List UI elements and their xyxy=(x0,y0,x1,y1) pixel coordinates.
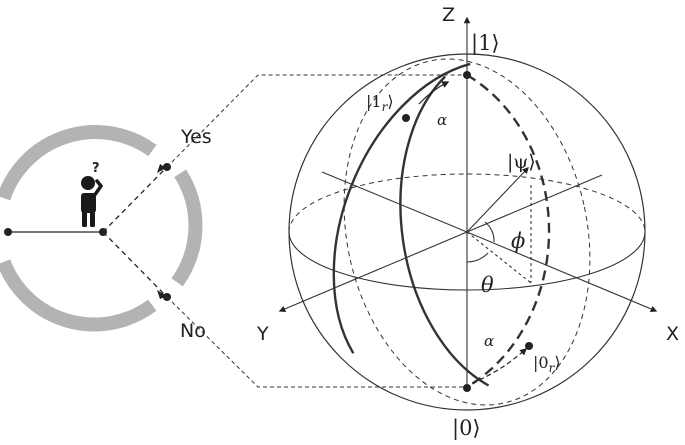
yes-bracket-line xyxy=(166,74,467,168)
rotation-circle-solid xyxy=(399,75,490,387)
alpha-arrow-top xyxy=(418,81,450,105)
psi-projection xyxy=(466,231,532,284)
alpha-bottom-label: α xyxy=(484,332,494,350)
ket-one-r-label: |1r⟩ xyxy=(366,92,394,114)
x-axis-back xyxy=(321,171,468,233)
ring-segment-right xyxy=(171,169,203,287)
yes-branch-arrow xyxy=(102,166,168,233)
question-mark: ? xyxy=(92,161,100,176)
no-label: No xyxy=(180,320,206,342)
ket-zero-label: |0⟩ xyxy=(452,416,481,441)
theta-arc xyxy=(466,252,489,263)
one-pole-point xyxy=(463,71,471,79)
alpha-arrow-bottom xyxy=(471,348,528,384)
rotation-circle-dashed xyxy=(466,73,551,389)
theta-label: θ xyxy=(481,273,494,297)
no-branch-arrow xyxy=(102,231,168,298)
ring-segment-top xyxy=(0,125,157,201)
ket-one-label: |1⟩ xyxy=(471,31,500,56)
zero-r-subscript: r xyxy=(549,361,556,375)
zero-pole-point xyxy=(463,384,471,392)
z-axis-label: Z xyxy=(442,4,455,26)
alpha-top-label: α xyxy=(437,111,447,129)
x-axis xyxy=(466,231,658,313)
yes-arrowhead xyxy=(157,164,166,173)
ring-segment-bottom xyxy=(0,259,157,332)
person-thinking-icon xyxy=(81,176,104,227)
psi-vector xyxy=(466,167,529,233)
phi-label: ϕ xyxy=(511,229,525,253)
y-axis-back xyxy=(466,174,603,233)
input-node xyxy=(4,228,12,236)
zero-r-point xyxy=(525,342,533,350)
ket-zero-r-label: |0r⟩ xyxy=(533,353,561,375)
yes-label: Yes xyxy=(180,126,212,148)
no-bracket-line xyxy=(166,296,467,388)
ket-psi-label: |ψ⟩ xyxy=(507,151,536,173)
y-axis-label: Y xyxy=(256,323,269,345)
phi-arc xyxy=(484,221,495,243)
y-axis xyxy=(278,231,468,312)
one-r-subscript: r xyxy=(382,100,389,114)
x-axis-label: X xyxy=(666,323,679,345)
decision-ring xyxy=(0,125,203,332)
meridian-thin xyxy=(343,58,591,406)
axes xyxy=(278,16,658,387)
one-r-point xyxy=(402,114,410,122)
